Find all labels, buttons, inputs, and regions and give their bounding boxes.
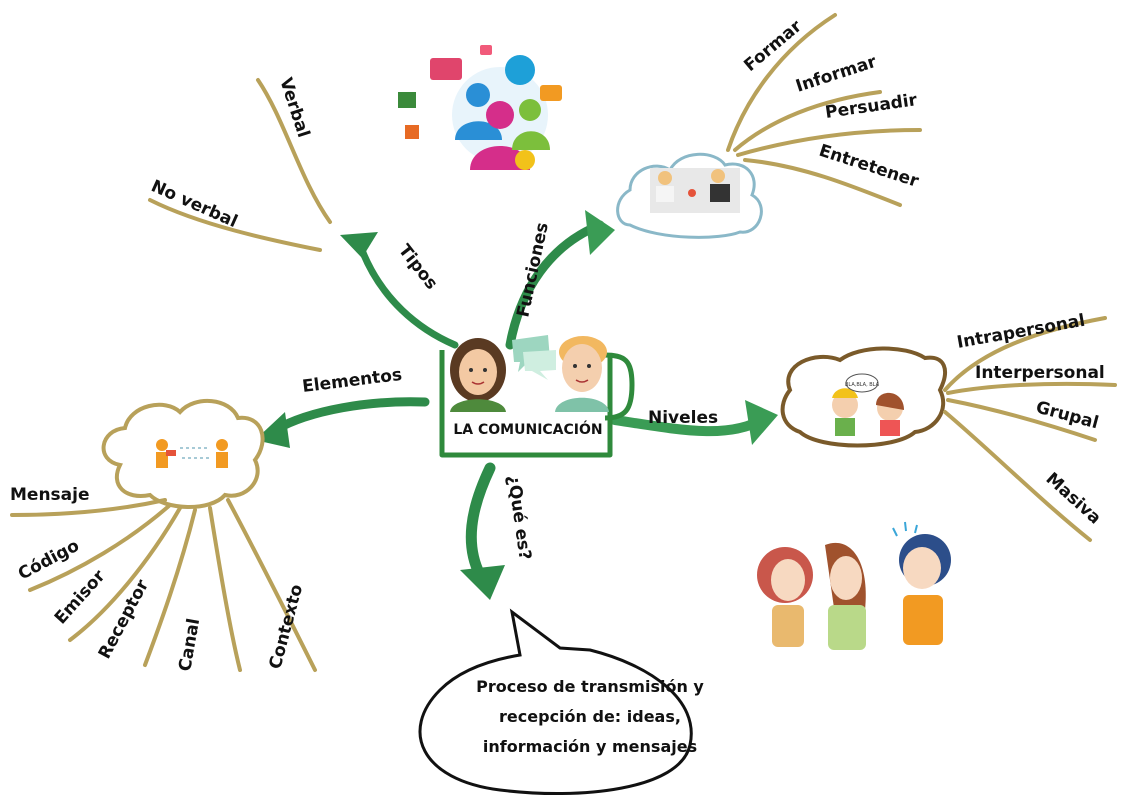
- chat-bubble-icon: [523, 350, 556, 380]
- man-figure: [555, 336, 609, 412]
- intrapersonal-branch: [943, 316, 1107, 392]
- funciones-cloud: [616, 152, 763, 239]
- emisor-branch: [68, 506, 182, 642]
- elementos-item-contexto: Contexto: [266, 582, 308, 671]
- informar-branch: [733, 90, 882, 152]
- niveles-cloud: BLA,BLA, BLA: [780, 346, 947, 448]
- canal-branch: [208, 506, 242, 672]
- contexto-branch: [226, 498, 317, 672]
- definition-line-2: recepción de: ideas,: [499, 707, 681, 726]
- receptor-branch: [143, 508, 197, 667]
- funciones-arrow: [505, 220, 605, 350]
- codigo-branch: [28, 503, 172, 592]
- masiva-branch: [943, 410, 1092, 542]
- entretener-branch: [743, 158, 902, 207]
- elementos-arrow: [270, 397, 430, 435]
- tipos-item-verbal: Verbal: [275, 75, 313, 140]
- formar-branch: [726, 13, 837, 152]
- niveles-item-grupal: Grupal: [1034, 398, 1101, 434]
- niveles-label: Niveles: [648, 408, 718, 428]
- persuadir-branch: [736, 128, 922, 157]
- que-es-arrow: [465, 462, 496, 581]
- niveles-item-interpersonal: Interpersonal: [975, 363, 1105, 383]
- funciones-item-informar: Informar: [793, 52, 879, 97]
- elementos-label: Elementos: [301, 365, 403, 397]
- definition-bubble: Proceso de transmisión y recepción de: i…: [418, 608, 704, 796]
- no-verbal-branch: [148, 198, 322, 252]
- tipos-arrow: [356, 241, 459, 349]
- elementos-item-codigo: Código: [15, 536, 83, 585]
- que-es-arrowhead: [460, 565, 505, 600]
- elementos-item-canal: Canal: [175, 617, 204, 673]
- mensaje-branch: [10, 498, 167, 517]
- woman-figure: [450, 338, 506, 412]
- bla-bubble-text: BLA,BLA, BLA: [845, 382, 880, 388]
- elementos-cloud: [101, 398, 265, 509]
- niveles-arrowhead: [745, 400, 778, 445]
- que-es-label: ¿Qué es?: [503, 474, 535, 561]
- funciones-arrowhead: [585, 210, 615, 255]
- niveles-item-masiva: Masiva: [1042, 469, 1105, 529]
- interpersonal-branch: [946, 381, 1117, 395]
- girls-talking-illustration: [757, 521, 951, 650]
- center-node: LA COMUNICACIÓN: [439, 335, 635, 458]
- social-media-illustration: [398, 45, 562, 170]
- tipos-label: Tipos: [394, 241, 441, 294]
- elementos-item-mensaje: Mensaje: [10, 485, 90, 505]
- grupal-branch: [946, 398, 1097, 442]
- definition-line-3: información y mensajes: [483, 737, 697, 756]
- funciones-item-entretener: Entretener: [816, 141, 921, 192]
- definition-line-1: Proceso de transmisión y: [476, 677, 704, 696]
- center-title: LA COMUNICACIÓN: [453, 420, 602, 438]
- tipos-arrowhead: [340, 232, 378, 258]
- verbal-branch: [256, 78, 332, 224]
- niveles-item-intrapersonal: Intrapersonal: [955, 311, 1086, 353]
